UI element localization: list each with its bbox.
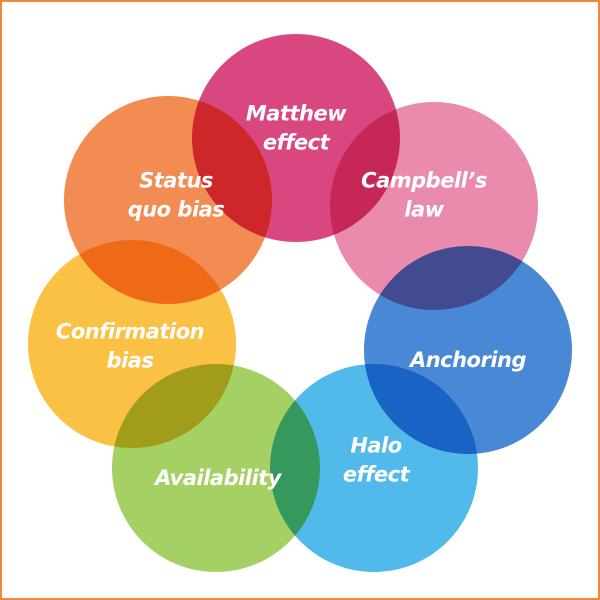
label-line: Halo bbox=[350, 434, 401, 458]
label-line: Campbell’s bbox=[361, 169, 487, 193]
label-line: Availability bbox=[153, 466, 283, 490]
label-line: Confirmation bbox=[56, 320, 204, 344]
label-confirmation-bias: Confirmation bias bbox=[56, 320, 204, 373]
label-line: Matthew bbox=[246, 102, 347, 126]
label-line: Anchoring bbox=[408, 348, 527, 372]
label-availability: Availability bbox=[153, 466, 283, 490]
label-line: quo bias bbox=[128, 198, 225, 222]
label-anchoring: Anchoring bbox=[408, 348, 527, 372]
label-status-quo-bias: Status quo bias bbox=[128, 169, 225, 222]
label-halo-effect: Halo effect bbox=[343, 434, 411, 487]
label-line: effect bbox=[263, 131, 331, 155]
label-line: bias bbox=[107, 349, 154, 373]
circle-halo-effect bbox=[270, 364, 478, 572]
label-line: effect bbox=[343, 463, 411, 487]
label-line: Status bbox=[139, 169, 213, 193]
circle-status-quo-bias bbox=[64, 96, 272, 304]
label-line: law bbox=[404, 198, 444, 222]
label-campbells-law: Campbell’s law bbox=[361, 169, 487, 222]
label-matthew-effect: Matthew effect bbox=[246, 102, 347, 155]
